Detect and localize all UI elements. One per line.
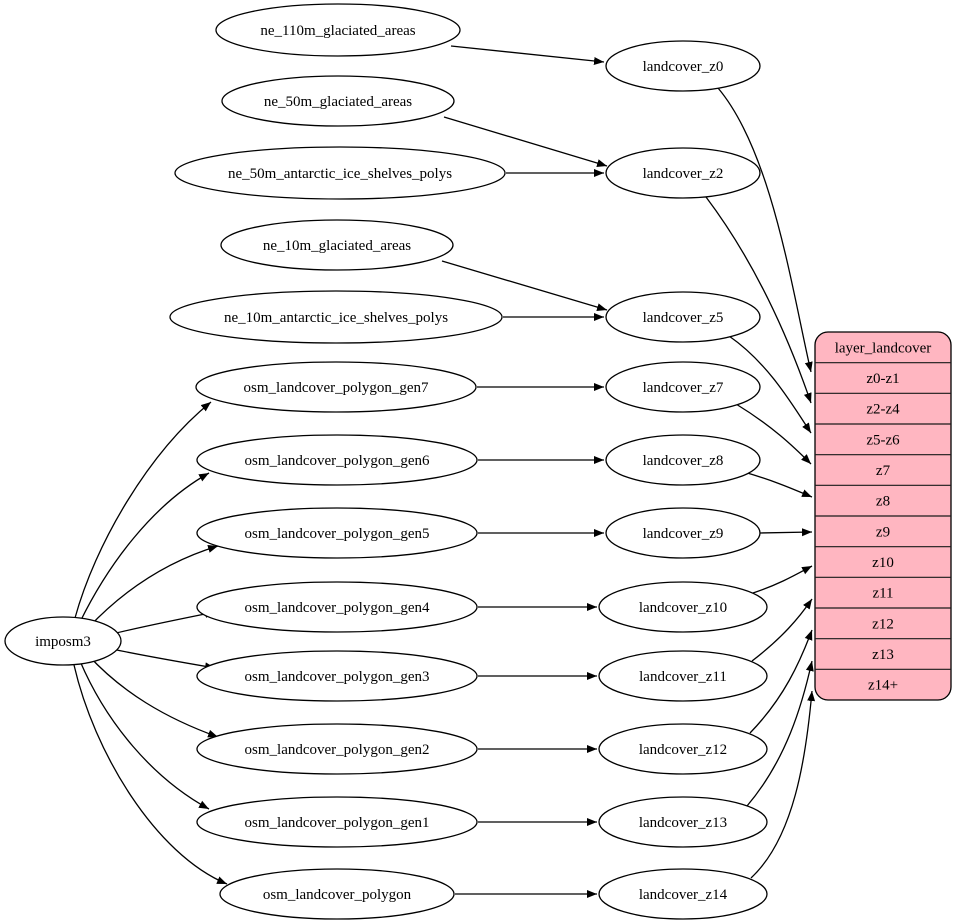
record-title: layer_landcover [835,341,932,357]
node-label: landcover_z2 [643,166,724,182]
node-label: ne_50m_antarctic_ice_shelves_polys [228,166,452,182]
node-label: landcover_z13 [639,815,727,831]
node-label: osm_landcover_polygon_gen7 [244,380,429,396]
node-label: osm_landcover_polygon [263,887,412,903]
edge-z5-row [728,335,812,434]
node-label: osm_landcover_polygon_gen1 [245,815,430,831]
node-landcover-z9: landcover_z9 [605,507,761,559]
edge-z2-row [705,196,812,404]
node-label: ne_10m_antarctic_ice_shelves_polys [224,310,448,326]
edge-z14-row [750,690,816,879]
record-row-z7: z7 [876,463,891,479]
node-label: landcover_z5 [643,310,724,326]
node-landcover-z13: landcover_z13 [598,796,768,848]
edge-imposm3-gen1 [79,660,210,810]
edge-z0-row [717,87,813,373]
edge-z7-row [735,403,812,465]
node-landcover-z7: landcover_z7 [605,361,761,413]
edge-ne50mglac-z2 [443,116,608,167]
record-row-z8: z8 [876,494,890,510]
edge-z13-row [746,660,814,807]
record-row-z5-z6: z5-z6 [866,433,900,449]
edge-imposm3-gen6 [79,472,210,623]
node-landcover-z14: landcover_z14 [598,868,768,920]
edge-imposm3-gen2 [87,654,219,738]
node-label: landcover_z11 [639,669,727,685]
node-label: osm_landcover_polygon_gen6 [245,453,430,469]
node-osm-landcover-polygon-gen4: osm_landcover_polygon_gen4 [196,581,478,633]
node-landcover-z10: landcover_z10 [598,581,768,633]
node-label: landcover_z0 [643,59,724,75]
node-imposm3: imposm3 [4,616,122,666]
node-osm-landcover-polygon: osm_landcover_polygon [219,868,455,920]
edges-importer-to-sources [73,401,228,885]
record-row-z10: z10 [872,555,894,571]
node-landcover-z2: landcover_z2 [605,147,761,199]
node-label: landcover_z7 [643,380,724,396]
edges-sources-to-stages [441,45,608,898]
node-landcover-z8: landcover_z8 [605,434,761,486]
node-label: osm_landcover_polygon_gen5 [245,526,430,542]
edges-stages-to-record [705,87,816,879]
node-landcover-z11: landcover_z11 [598,650,768,702]
node-ne-50m-antarctic-ice-shelves-polys: ne_50m_antarctic_ice_shelves_polys [174,146,506,200]
node-ne-10m-antarctic-ice-shelves-polys: ne_10m_antarctic_ice_shelves_polys [169,290,503,344]
node-ne-10m-glaciated-areas: ne_10m_glaciated_areas [220,219,454,271]
node-label: landcover_z14 [639,887,728,903]
node-label: ne_10m_glaciated_areas [263,238,411,254]
edge-ne110m-z0 [450,45,605,65]
edge-imposm3-gen7 [74,401,212,619]
record-row-z13: z13 [872,647,894,663]
edge-imposm3-gen3 [111,648,216,671]
node-osm-landcover-polygon-gen3: osm_landcover_polygon_gen3 [196,650,478,702]
edge-z12-row [749,629,813,734]
edge-z11-row [751,598,813,662]
record-row-z12: z12 [872,617,894,633]
node-ne-110m-glaciated-areas: ne_110m_glaciated_areas [215,3,461,57]
node-ne-50m-glaciated-areas: ne_50m_glaciated_areas [221,75,455,127]
node-osm-landcover-polygon-gen5: osm_landcover_polygon_gen5 [196,507,478,559]
record-row-z9: z9 [876,525,890,541]
node-label: imposm3 [35,634,91,650]
record-row-z0-z1: z0-z1 [866,371,899,387]
node-osm-landcover-polygon-gen6: osm_landcover_polygon_gen6 [196,434,478,486]
record-row-z11: z11 [872,586,893,602]
node-label: landcover_z10 [639,600,727,616]
edge-z9-row [759,528,813,537]
record-row-z2-z4: z2-z4 [866,402,900,418]
node-landcover-z5: landcover_z5 [605,291,761,343]
node-label: landcover_z12 [639,742,727,758]
edge-z8-row [743,471,813,498]
edge-imposm3-gen4 [111,610,216,635]
node-label: ne_50m_glaciated_areas [264,94,412,110]
edge-ne10mglac-z5 [441,260,608,311]
node-label: osm_landcover_polygon_gen2 [245,742,430,758]
node-label: landcover_z9 [643,526,724,542]
node-label: ne_110m_glaciated_areas [260,23,415,39]
node-osm-landcover-polygon-gen1: osm_landcover_polygon_gen1 [196,796,478,848]
node-label: osm_landcover_polygon_gen3 [245,669,430,685]
node-label: osm_landcover_polygon_gen4 [245,600,430,616]
edge-imposm3-gen5 [87,545,219,629]
node-landcover-z0: landcover_z0 [605,40,761,92]
node-osm-landcover-polygon-gen7: osm_landcover_polygon_gen7 [195,361,477,413]
edge-z10-row [752,565,813,594]
record-row-z14plus: z14+ [868,678,898,694]
node-landcover-z12: landcover_z12 [598,723,768,775]
node-layer-landcover: layer_landcover z0-z1 z2-z4 z5-z6 z7 z8 … [814,331,952,701]
node-osm-landcover-polygon-gen2: osm_landcover_polygon_gen2 [196,723,478,775]
node-label: landcover_z8 [643,453,724,469]
edge-imposm3-polygon [73,664,228,885]
